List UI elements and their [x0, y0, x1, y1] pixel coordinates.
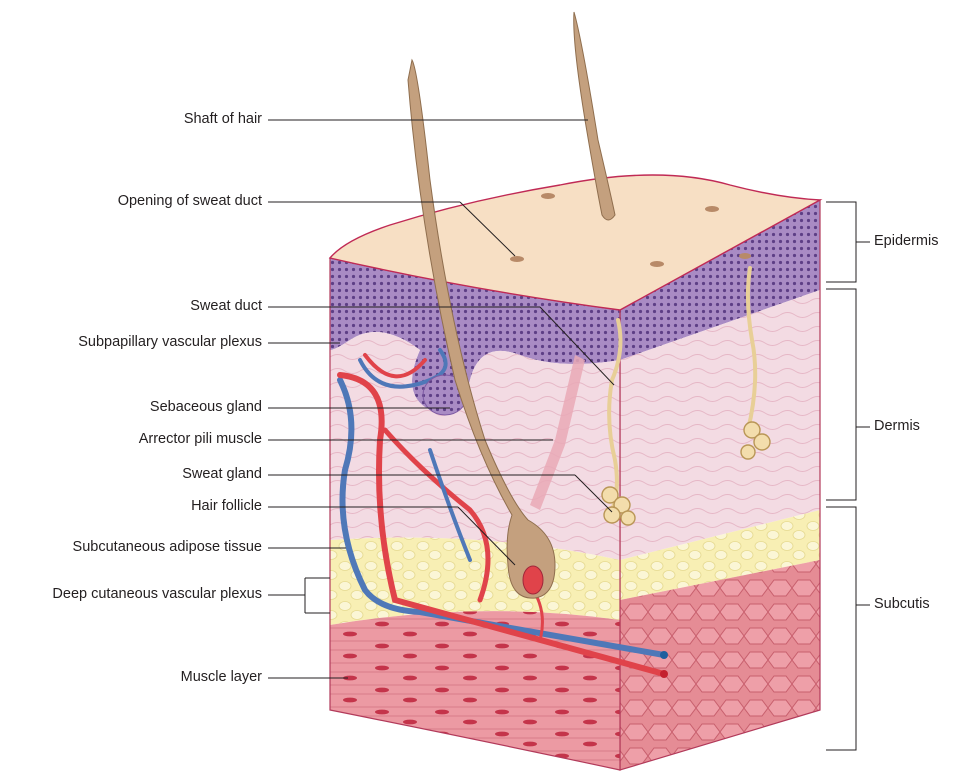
- label-arrector-pili-muscle: Arrector pili muscle: [139, 431, 262, 448]
- muscle-layer-block: [330, 611, 620, 770]
- label-deep-cutaneous-vascular-plexus: Deep cutaneous vascular plexus: [52, 586, 262, 603]
- label-sweat-duct: Sweat duct: [190, 298, 262, 315]
- label-shaft-of-hair: Shaft of hair: [184, 111, 262, 128]
- label-sweat-gland: Sweat gland: [182, 466, 262, 483]
- label-subpapillary-vascular-plexus: Subpapillary vascular plexus: [78, 334, 262, 351]
- label-subcutis: Subcutis: [874, 596, 930, 613]
- label-opening-of-sweat-duct: Opening of sweat duct: [118, 193, 262, 210]
- label-hair-follicle: Hair follicle: [191, 498, 262, 515]
- label-epidermis: Epidermis: [874, 233, 938, 250]
- label-muscle-layer: Muscle layer: [181, 669, 262, 686]
- label-dermis: Dermis: [874, 418, 920, 435]
- label-sebaceous-gland: Sebaceous gland: [150, 399, 262, 416]
- label-subcutaneous-adipose-tissue: Subcutaneous adipose tissue: [73, 539, 262, 556]
